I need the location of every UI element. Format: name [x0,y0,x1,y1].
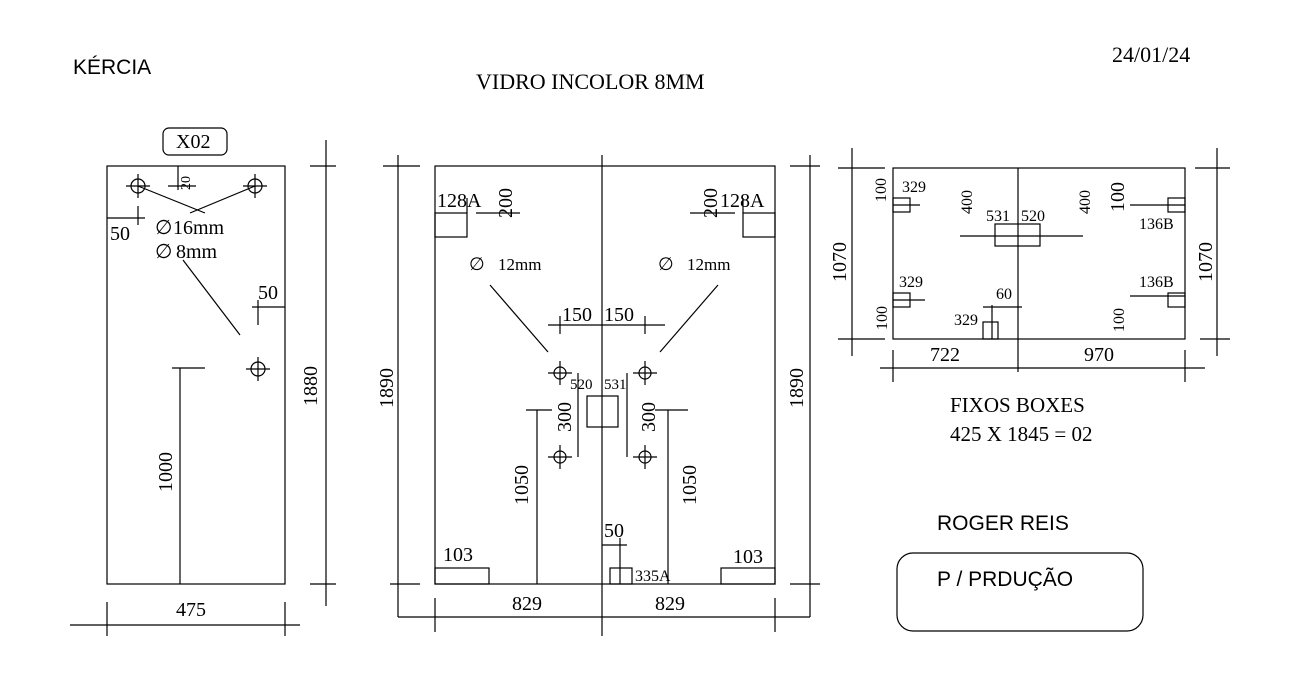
hole-12-right-label: 12mm [687,255,730,274]
dim-left-height: 1880 [300,366,322,406]
dim-center-1050-right: 1050 [679,465,701,505]
center-label-520: 520 [570,377,593,393]
notch-128a-left [434,212,468,238]
label-right-329-bl: 329 [899,274,923,291]
client-name: KÉRCIA [73,56,151,79]
hole-16-label: 16mm [173,217,225,239]
dim-center-200-left: 200 [495,188,517,218]
drawing-date: 24/01/24 [1112,42,1190,67]
dim-right-400-left: 400 [959,190,976,214]
label-right-329-bottom: 329 [954,312,978,329]
dim-right-width-right: 970 [1084,344,1114,366]
x02-tag-box [162,127,228,156]
dim-right-100-tr: 100 [1107,182,1129,212]
notch-bottom-left-label: 103 [443,544,473,566]
author-name: ROGER REIS [937,512,1069,535]
label-right-136b-bottom: 136B [1139,274,1174,291]
material-title: VIDRO INCOLOR 8MM [476,69,705,94]
diameter-icon-8: ∅ [155,241,172,263]
fixos-title: FIXOS BOXES [950,393,1085,417]
dim-center-height-left: 1890 [376,368,398,408]
center-glass-outline [434,165,776,585]
dim-left-1000: 1000 [155,452,177,492]
dim-left-20: 20 [179,176,194,190]
hole-8-label: 8mm [176,241,218,263]
dim-right-width-left: 722 [930,344,960,366]
dim-right-100-tl: 100 [873,178,890,202]
right-center-cutout [994,223,1041,247]
dim-center-300-right: 300 [638,402,660,432]
label-right-520: 520 [1021,208,1045,225]
right-glass-outline [892,167,1186,340]
diameter-icon-12-left: ∅ [469,254,485,274]
notch-label-left: 128A [437,190,482,212]
dim-center-height-right: 1890 [786,368,808,408]
piece-tag: X02 [176,131,210,153]
dim-left-width: 475 [176,599,206,621]
center-cutout [586,395,619,428]
drawing-lines [70,127,1230,636]
dim-right-100-bl: 100 [874,306,891,330]
dim-right-height-left: 1070 [829,242,851,282]
dim-center-300-left: 300 [554,402,576,432]
dim-left-50-right: 50 [258,282,278,304]
dim-right-400-right: 400 [1077,190,1094,214]
center-label-531: 531 [604,377,627,393]
notch-128a-right [742,212,776,238]
dim-center-150-left: 150 [562,304,592,326]
hole-12-left-label: 12mm [498,255,541,274]
notch-label-right: 128A [720,190,765,212]
fixos-quantity: 425 X 1845 = 02 [950,422,1093,446]
dim-center-width-right: 829 [655,593,685,615]
diameter-icon-16: ∅ [155,217,172,239]
dim-center-1050-left: 1050 [511,465,533,505]
label-right-329-tl: 329 [902,179,926,196]
left-glass-outline [106,165,286,585]
dim-right-60: 60 [996,286,1012,303]
production-stamp-box [896,552,1144,632]
dim-center-150-right: 150 [604,304,634,326]
dim-right-height-right: 1070 [1195,242,1217,282]
dim-right-100-br: 100 [1111,308,1128,332]
dim-center-50: 50 [604,520,624,542]
dim-center-200-right: 200 [700,188,722,218]
dim-left-50: 50 [110,223,130,245]
production-stamp: P / PRDUÇÃO [937,567,1073,591]
notch-bottom-right-label: 103 [733,546,763,568]
diameter-icon-12-right: ∅ [658,254,674,274]
label-right-531: 531 [986,208,1010,225]
label-right-136b-top: 136B [1139,216,1174,233]
dim-center-width-left: 829 [512,593,542,615]
notch-bottom-center-label: 335A [635,568,671,585]
